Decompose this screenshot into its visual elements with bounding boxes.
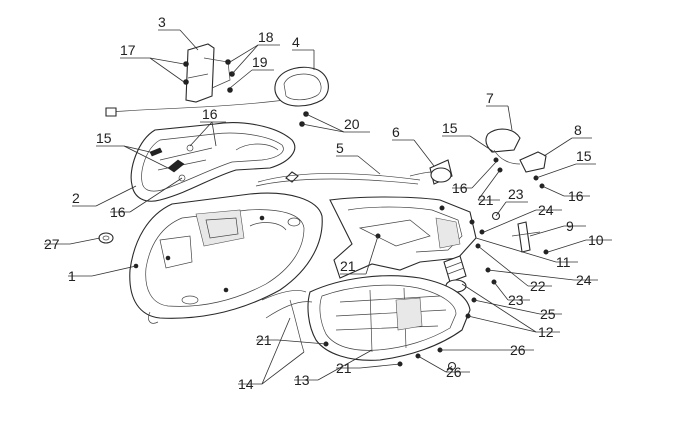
wire-5: [257, 173, 421, 183]
callout-26-a: 26: [510, 342, 526, 358]
callout-21-c: 21: [256, 332, 272, 348]
callout-15-a: 15: [96, 130, 112, 146]
callout-5: 5: [336, 140, 344, 156]
callout-12: 12: [538, 324, 554, 340]
callout-14: 14: [238, 376, 254, 392]
small-bracket-9: [511, 221, 541, 253]
license-bracket: [183, 43, 231, 103]
callout-27: 27: [44, 236, 60, 252]
callout-15-c: 15: [576, 148, 592, 164]
bolts-23-24: [475, 211, 549, 285]
rear-fender: [307, 275, 477, 371]
callout-11: 11: [556, 254, 571, 270]
callout-labels: 3 17 18 19 4 20 16 15 2 16 5 6 15 7 8 15…: [44, 14, 604, 392]
callout-17: 17: [120, 42, 136, 58]
rear-body-cowl: [129, 192, 323, 324]
callout-26-b: 26: [446, 364, 462, 380]
callout-2: 2: [72, 190, 80, 206]
tail-lens: [274, 66, 329, 107]
turn-signal: [485, 128, 547, 189]
callout-19: 19: [252, 54, 268, 70]
callout-24-b: 24: [576, 272, 592, 288]
callout-15-b: 15: [442, 120, 458, 136]
callout-16-c: 16: [568, 188, 584, 204]
callout-21-d: 21: [336, 360, 352, 376]
callout-7: 7: [486, 90, 494, 106]
callout-16-b: 16: [110, 204, 126, 220]
mud-flap-14: [261, 290, 313, 353]
callout-10: 10: [588, 232, 604, 248]
callout-22: 22: [530, 278, 546, 294]
callout-16-d: 16: [452, 180, 468, 196]
callout-4: 4: [292, 34, 300, 50]
callout-25: 25: [540, 306, 556, 322]
callout-8: 8: [574, 122, 582, 138]
rear-top-cover: [130, 122, 296, 202]
leader-lines: [44, 29, 612, 385]
callout-1: 1: [68, 268, 76, 284]
callout-23-b: 23: [508, 292, 524, 308]
callout-6: 6: [392, 124, 400, 140]
callout-23-a: 23: [508, 186, 524, 202]
callout-13: 13: [294, 372, 310, 388]
callout-21-a: 21: [478, 192, 494, 208]
inner-frame-bracket: [329, 196, 477, 279]
callout-21-b: 21: [340, 258, 356, 274]
callout-24-a: 24: [538, 202, 554, 218]
bulb-socket: [409, 159, 453, 185]
connector-left: [105, 107, 117, 117]
grommet: [98, 232, 114, 244]
callout-16-a: 16: [202, 106, 218, 122]
callout-20: 20: [344, 116, 360, 132]
callout-3: 3: [158, 14, 166, 30]
spring-damper: [443, 255, 467, 293]
callout-9: 9: [566, 218, 574, 234]
cable: [109, 97, 301, 113]
callout-18: 18: [258, 29, 274, 45]
